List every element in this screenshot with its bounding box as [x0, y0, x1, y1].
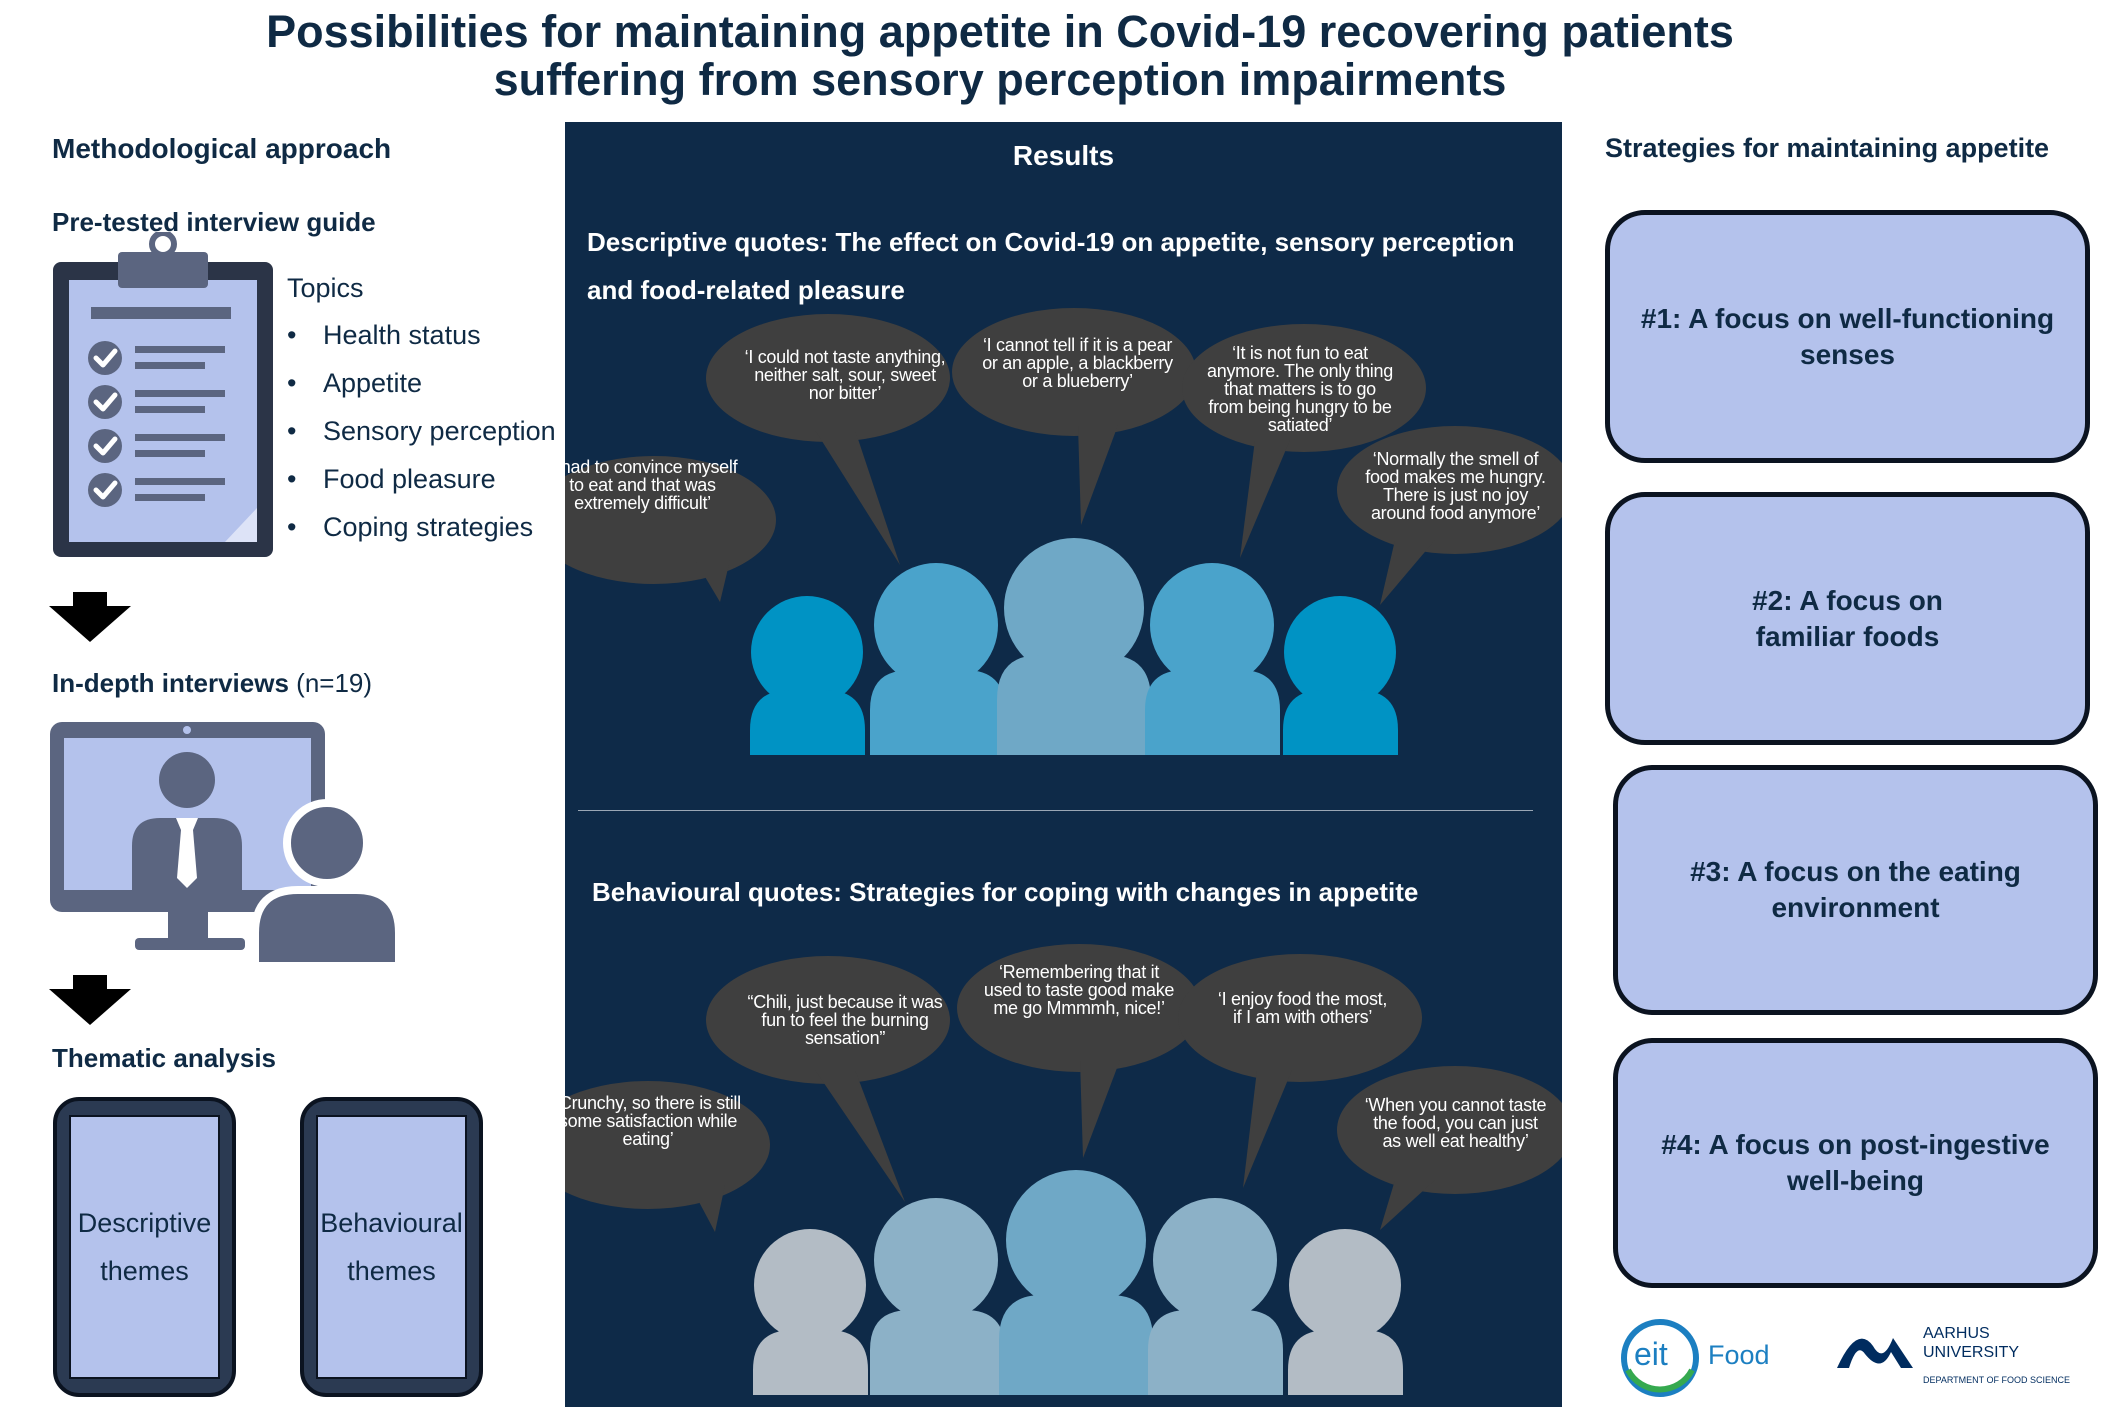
quote-bubble-text: ‘It is not fun to eat anymore. The only … [1207, 343, 1393, 435]
topic-item: •Sensory perception [287, 416, 556, 446]
behavioural-quote-graphic [526, 930, 1573, 1400]
title-line-1: Possibilities for maintaining appetite i… [266, 6, 1734, 57]
method-heading: Methodological approach [52, 133, 392, 164]
clipboard-icon [53, 230, 273, 557]
behavioural-themes-tablet: Behavioural themes [300, 1097, 483, 1397]
interviews-heading: In-depth interviews (n=19) [52, 668, 372, 699]
aarhus-university-logo: AARHUS UNIVERSITY DEPARTMENT OF FOOD SCI… [1835, 1322, 2095, 1402]
descriptive-heading-line-1: Descriptive quotes: The effect on Covid-… [587, 227, 1515, 257]
quote-bubble-text: ‘Crunchy, so there is still some satisfa… [555, 1093, 741, 1149]
video-call-icon [50, 718, 403, 970]
guide-heading: Pre-tested interview guide [52, 207, 376, 237]
quote-bubble-text: ‘I cannot tell if it is a pear or an app… [982, 335, 1173, 391]
strategies-heading: Strategies for maintaining appetite [1605, 133, 2050, 163]
au-logo-line-3: DEPARTMENT OF FOOD SCIENCE [1923, 1375, 2071, 1385]
topic-item: •Health status [287, 320, 481, 350]
strategy-box-3: #3: A focus on the eating environment [1613, 765, 2098, 1015]
interviews-label: In-depth interviews [52, 668, 289, 698]
au-logo-line-2: UNIVERSITY [1923, 1344, 2020, 1361]
strategy-box-1: #1: A focus on well-functioning senses [1605, 210, 2090, 463]
topic-label: Appetite [323, 368, 423, 398]
title-line-2: suffering from sensory perception impair… [493, 54, 1507, 105]
descriptive-heading-line-2: and food-related pleasure [587, 275, 905, 305]
poster-title: Possibilities for maintaining appetite i… [0, 8, 2000, 104]
person-figure [750, 596, 865, 755]
analysis-heading: Thematic analysis [52, 1043, 276, 1073]
eit-logo-text: Food [1708, 1340, 1770, 1370]
quote-bubble-text: ‘Normally the smell of food makes me hun… [1365, 449, 1546, 523]
behavioural-quotes-heading: Behavioural quotes: Strategies for copin… [592, 877, 1419, 907]
topic-item: •Food pleasure [287, 464, 496, 494]
topic-label: Health status [323, 320, 481, 350]
topic-item: •Appetite [287, 368, 423, 398]
topic-item: •Coping strategies [287, 512, 534, 542]
quote-bubble-text: “Chili, just because it was fun to feel … [747, 992, 943, 1048]
topic-label: Coping strategies [323, 512, 534, 542]
topics-list: •Health status •Appetite •Sensory percep… [287, 320, 556, 560]
results-heading: Results [1012, 140, 1115, 171]
au-logo-line-1: AARHUS [1923, 1325, 1990, 1342]
quote-bubble-text: ‘I had to convince myself to eat and tha… [547, 457, 738, 513]
results-divider [578, 810, 1533, 811]
topic-label: Sensory perception [323, 416, 556, 446]
topics-label: Topics [287, 273, 364, 303]
descriptive-themes-label: Descriptive themes [69, 1115, 220, 1379]
strategy-box-4: #4: A focus on post-ingestive well-being [1613, 1038, 2098, 1288]
strategy-box-2: #2: A focus on familiar foods [1605, 492, 2090, 745]
quote-bubble-text: ‘I could not taste anything, neither sal… [744, 347, 946, 403]
quote-bubble-text: ‘Remembering that it used to taste good … [983, 962, 1175, 1018]
down-arrow-icon [49, 592, 131, 647]
quote-bubble-text: ‘I enjoy food the most, if I am with oth… [1217, 989, 1388, 1027]
descriptive-quotes-heading: Descriptive quotes: The effect on Covid-… [587, 218, 1515, 314]
descriptive-themes-tablet: Descriptive themes [53, 1097, 236, 1397]
eit-logo-mark: eit [1634, 1336, 1668, 1372]
down-arrow-icon [49, 975, 131, 1030]
interviews-count: (n=19) [296, 668, 373, 698]
behavioural-themes-label: Behavioural themes [316, 1115, 467, 1379]
quote-bubble-text: ‘When you cannot taste the food, you can… [1364, 1095, 1547, 1151]
descriptive-quote-graphic [532, 290, 1573, 760]
topic-label: Food pleasure [323, 464, 496, 494]
eit-food-logo: eit Food [1620, 1318, 1800, 1398]
